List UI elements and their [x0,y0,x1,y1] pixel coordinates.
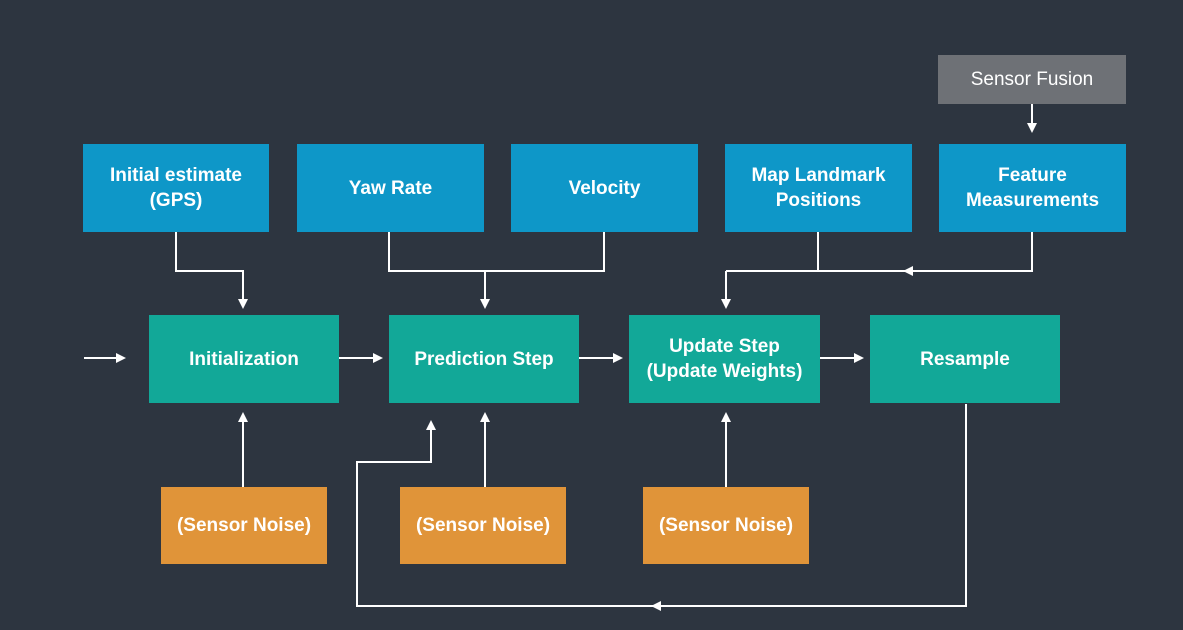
prediction-step-box: Prediction Step [389,315,579,403]
feature-measurements-box: Feature Measurements [939,144,1126,232]
velocity-box: Velocity [511,144,698,232]
initial-estimate-box: Initial estimate (GPS) [83,144,269,232]
sensor-noise-update-box: (Sensor Noise) [643,487,809,564]
map-landmark-positions-box: Map Landmark Positions [725,144,912,232]
line-features-join [726,232,1033,272]
sensor-noise-prediction-box: (Sensor Noise) [400,487,566,564]
line-resample-feedback [356,404,967,607]
update-step-box: Update Step (Update Weights) [629,315,820,403]
sensor-fusion-box: Sensor Fusion [938,55,1126,104]
yaw-rate-box: Yaw Rate [297,144,484,232]
initialization-box: Initialization [149,315,339,403]
line-yaw-velocity-join [388,232,605,272]
arrow-gps-to-initialization [175,232,248,309]
resample-box: Resample [870,315,1060,403]
sensor-noise-initialization-box: (Sensor Noise) [161,487,327,564]
